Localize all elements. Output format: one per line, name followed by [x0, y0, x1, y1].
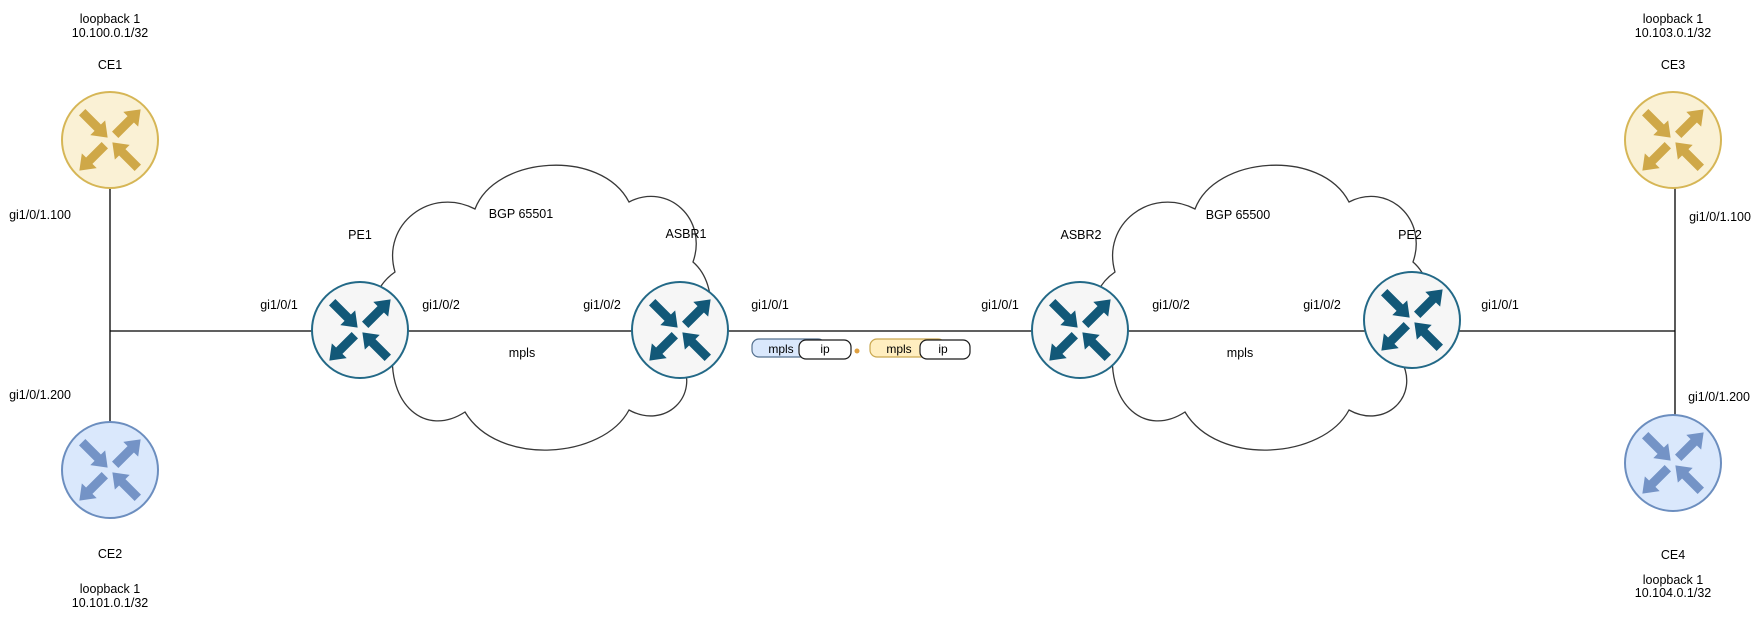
router-body	[1031, 281, 1129, 379]
label-if-asbr2-left: gi1/0/1	[981, 298, 1019, 312]
label-ce1-loopback: loopback 1	[80, 12, 141, 26]
router-body	[631, 281, 729, 379]
separator-dot	[854, 348, 860, 354]
router-ce4[interactable]	[1624, 414, 1722, 512]
label-left-subif-200: gi1/0/1.200	[9, 388, 71, 402]
label-ce3-loopback: loopback 1	[1643, 12, 1704, 26]
label-bgp-65500: BGP 65500	[1206, 208, 1270, 222]
router-ce1[interactable]	[61, 91, 159, 189]
tag-label-mpls-2: mpls	[886, 342, 911, 356]
label-ce2-name: CE2	[98, 547, 122, 561]
label-ce2-loopback-ip: 10.101.0.1/32	[72, 596, 149, 610]
router-ce3[interactable]	[1624, 91, 1722, 189]
label-ce3-loopback-ip: 10.103.0.1/32	[1635, 26, 1712, 40]
tag-box-ip-1[interactable]	[798, 339, 852, 360]
label-if-pe1-right: gi1/0/2	[422, 298, 460, 312]
router-body	[311, 281, 409, 379]
label-if-pe2-right: gi1/0/1	[1481, 298, 1519, 312]
label-ce1-loopback-ip: 10.100.0.1/32	[72, 26, 149, 40]
label-if-pe2-left: gi1/0/2	[1303, 298, 1341, 312]
label-bgp-65501: BGP 65501	[489, 207, 553, 221]
label-asbr2-name: ASBR2	[1061, 228, 1102, 242]
label-if-asbr1-left: gi1/0/2	[583, 298, 621, 312]
label-right-subif-100: gi1/0/1.100	[1689, 210, 1751, 224]
router-body	[1624, 91, 1722, 189]
router-ce2[interactable]	[61, 421, 159, 519]
label-ce4-loopback-ip: 10.104.0.1/32	[1635, 586, 1712, 600]
label-ce4-name: CE4	[1661, 548, 1685, 562]
label-if-asbr2-right: gi1/0/2	[1152, 298, 1190, 312]
router-asbr2[interactable]	[1031, 281, 1129, 379]
tag-label-ip-1: ip	[820, 342, 830, 356]
label-asbr1-name: ASBR1	[666, 227, 707, 241]
router-body	[61, 91, 159, 189]
label-ce2-loopback: loopback 1	[80, 582, 141, 596]
router-pe1[interactable]	[311, 281, 409, 379]
label-mpls-core-left: mpls	[509, 346, 535, 360]
label-pe1-name: PE1	[348, 228, 372, 242]
label-mpls-core-right: mpls	[1227, 346, 1253, 360]
router-body	[1624, 414, 1722, 512]
tag-label-ip-2: ip	[938, 342, 948, 356]
tag-label-mpls-1: mpls	[768, 342, 793, 356]
router-body	[61, 421, 159, 519]
label-if-asbr1-right: gi1/0/1	[751, 298, 789, 312]
label-pe2-name: PE2	[1398, 228, 1422, 242]
label-ce4-loopback: loopback 1	[1643, 573, 1704, 587]
label-left-subif-100: gi1/0/1.100	[9, 208, 71, 222]
label-ce3-name: CE3	[1661, 58, 1685, 72]
router-pe2[interactable]	[1363, 271, 1461, 369]
router-asbr1[interactable]	[631, 281, 729, 379]
tag-box-ip-2[interactable]	[919, 339, 971, 360]
label-ce1-name: CE1	[98, 58, 122, 72]
inter-as-tags: mpls ip mpls ip	[751, 338, 971, 360]
label-right-subif-200: gi1/0/1.200	[1688, 390, 1750, 404]
router-body	[1363, 271, 1461, 369]
label-if-pe1-left: gi1/0/1	[260, 298, 298, 312]
